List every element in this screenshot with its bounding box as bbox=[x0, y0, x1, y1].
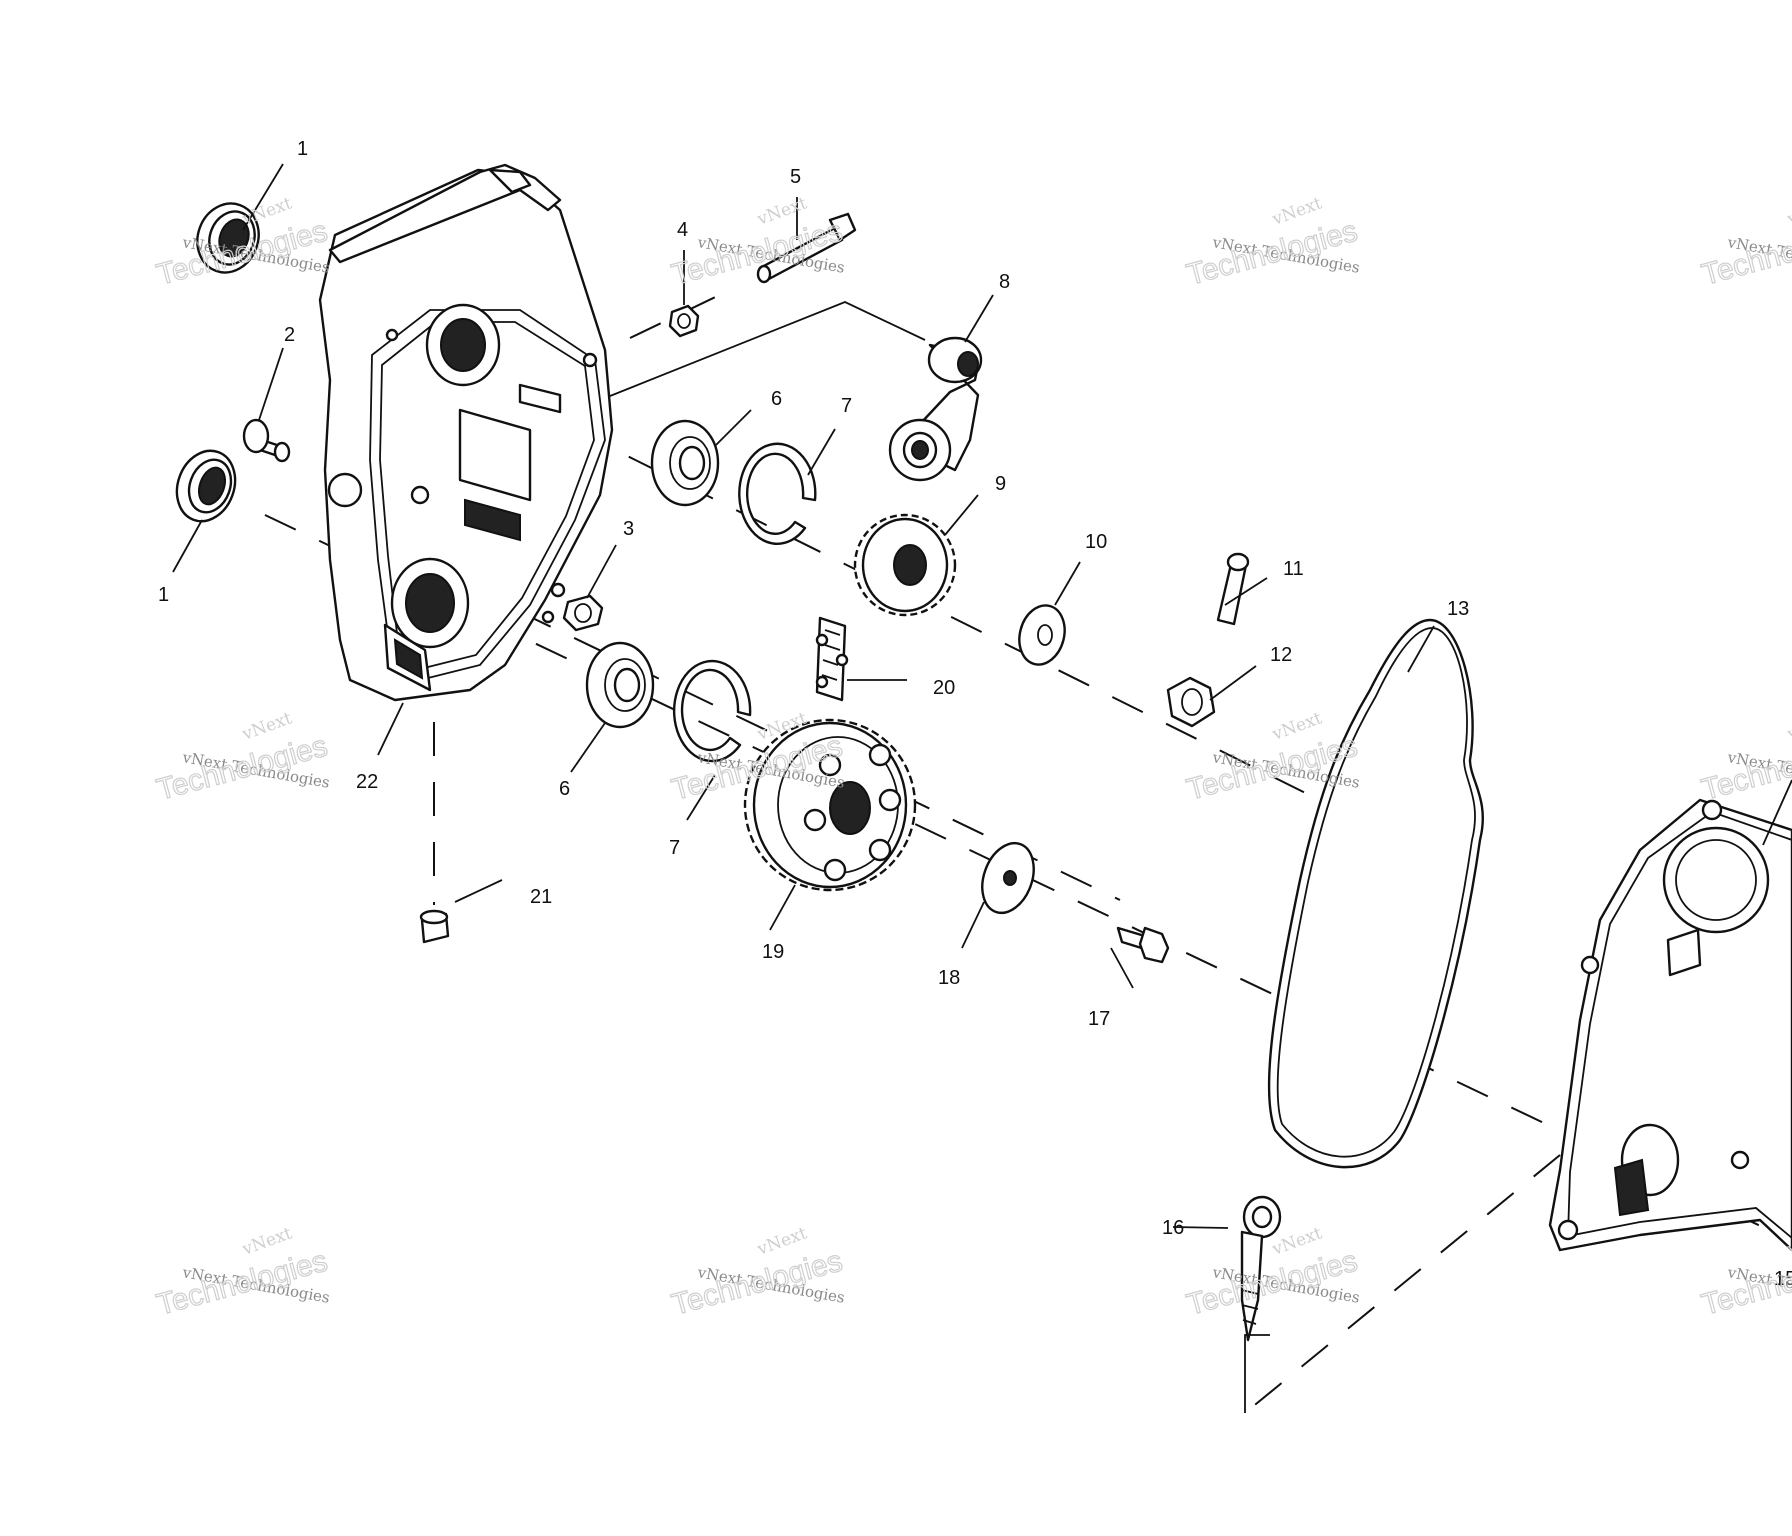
pin-part-2 bbox=[242, 418, 291, 463]
svg-text:Technologies: Technologies bbox=[1698, 1245, 1792, 1322]
callout-18: 18 bbox=[938, 967, 960, 989]
nut-part-3 bbox=[562, 594, 604, 632]
seal-bottom bbox=[175, 449, 237, 523]
watermark: vNext vNext Technologies Technologies bbox=[1183, 193, 1362, 292]
callout-10: 10 bbox=[1085, 531, 1107, 553]
snap-ring-top bbox=[738, 442, 817, 545]
svg-text:Technologies: Technologies bbox=[153, 730, 331, 807]
callout-9: 9 bbox=[995, 473, 1006, 495]
svg-text:Technologies: Technologies bbox=[153, 1245, 331, 1322]
watermark: vNext vNext Technologies Technologies bbox=[153, 708, 332, 807]
callout-6-bottom: 6 bbox=[559, 778, 570, 800]
callout-16: 16 bbox=[1162, 1217, 1184, 1239]
callout-20: 20 bbox=[933, 677, 955, 699]
bolt-part-5 bbox=[756, 212, 857, 284]
callout-2: 2 bbox=[284, 324, 295, 346]
svg-text:Technologies: Technologies bbox=[1698, 215, 1792, 292]
callout-5: 5 bbox=[790, 166, 801, 188]
callout-8: 8 bbox=[999, 271, 1010, 293]
cotter-pin bbox=[1216, 552, 1250, 626]
bearing-top bbox=[650, 419, 720, 507]
callout-6-top: 6 bbox=[771, 388, 782, 410]
callout-19: 19 bbox=[762, 941, 784, 963]
washer-part-10 bbox=[1018, 604, 1066, 666]
sprocket-large bbox=[743, 718, 917, 892]
callout-21: 21 bbox=[530, 886, 552, 908]
svg-text:Technologies: Technologies bbox=[1183, 1245, 1361, 1322]
callout-17: 17 bbox=[1088, 1008, 1110, 1030]
callout-7-bottom: 7 bbox=[669, 837, 680, 859]
svg-text:vNext: vNext bbox=[1784, 1223, 1792, 1260]
svg-text:Technologies: Technologies bbox=[1698, 730, 1792, 807]
gasket bbox=[1267, 618, 1484, 1169]
chaincase-cover bbox=[1548, 798, 1792, 1252]
callout-13: 13 bbox=[1447, 598, 1469, 620]
sprocket-small bbox=[853, 513, 957, 617]
watermark: vNext vNext Technologies Technologies bbox=[1698, 708, 1792, 807]
washer-part-18 bbox=[981, 841, 1035, 915]
watermark: vNext vNext Technologies Technologies bbox=[1183, 1223, 1362, 1322]
watermark: vNext vNext Technologies Technologies bbox=[1698, 193, 1792, 292]
castle-nut bbox=[1166, 676, 1216, 728]
dipstick bbox=[1240, 1195, 1282, 1342]
seal-top bbox=[196, 202, 260, 274]
leader-lines bbox=[172, 163, 1792, 1229]
callout-11: 11 bbox=[1283, 558, 1304, 580]
drive-chain bbox=[815, 616, 849, 702]
watermark: vNext vNext Technologies Technologies bbox=[153, 1223, 332, 1322]
drain-plug bbox=[419, 909, 450, 944]
svg-text:vNext: vNext bbox=[1784, 708, 1792, 745]
bearing-bottom bbox=[585, 641, 655, 729]
chaincase-housing bbox=[318, 163, 614, 702]
callout-1-top: 1 bbox=[297, 138, 308, 160]
callout-22: 22 bbox=[356, 771, 378, 793]
callout-1-bottom: 1 bbox=[158, 584, 169, 606]
callout-7-top: 7 bbox=[841, 395, 852, 417]
svg-text:Technologies: Technologies bbox=[668, 1245, 846, 1322]
svg-text:Technologies: Technologies bbox=[668, 215, 846, 292]
nut-part-4 bbox=[668, 304, 700, 338]
callout-12: 12 bbox=[1270, 644, 1292, 666]
callout-labels: 1 1 2 3 4 5 6 6 7 7 8 9 10 11 12 13 15 1… bbox=[158, 138, 1792, 1290]
callout-4: 4 bbox=[677, 219, 688, 241]
snap-ring-bottom bbox=[672, 659, 752, 763]
bolt-part-17 bbox=[1116, 926, 1170, 964]
watermark: vNext vNext Technologies Technologies bbox=[668, 193, 847, 292]
watermark: vNext vNext Technologies Technologies bbox=[668, 1223, 847, 1322]
svg-text:vNext: vNext bbox=[1784, 193, 1792, 230]
callout-3: 3 bbox=[623, 518, 634, 540]
svg-text:Technologies: Technologies bbox=[1183, 215, 1361, 292]
tensioner-arm bbox=[888, 336, 983, 482]
callout-15: 15 bbox=[1774, 1268, 1792, 1290]
